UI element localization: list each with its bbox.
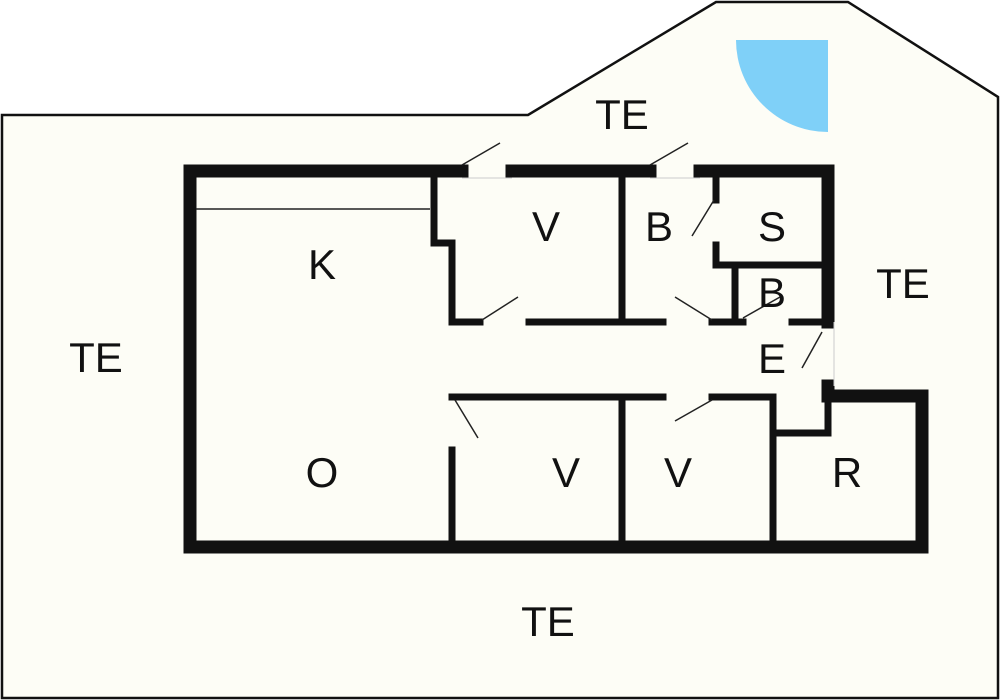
room-label-bath-2: B <box>758 269 786 316</box>
room-label-storage: R <box>832 449 862 496</box>
room-label-living: O <box>306 449 339 496</box>
room-label-terrace-left: TE <box>69 334 123 381</box>
room-label-terrace-right: TE <box>876 260 930 307</box>
room-label-bath-1: B <box>645 203 673 250</box>
door-swings <box>454 142 835 439</box>
room-label-terrace-bottom: TE <box>521 598 575 645</box>
room-label-bedroom-bottom-2: V <box>664 449 692 496</box>
room-label-bedroom-bottom-1: V <box>552 449 580 496</box>
hot-tub-icon <box>736 40 828 132</box>
room-label-entry: E <box>758 335 786 382</box>
interior-walls <box>196 174 832 551</box>
room-label-bedroom-top: V <box>532 203 560 250</box>
exterior-walls <box>183 164 929 554</box>
room-label-sauna: S <box>758 203 786 250</box>
room-label-terrace-top: TE <box>595 91 649 138</box>
room-label-kitchen: K <box>308 241 336 288</box>
